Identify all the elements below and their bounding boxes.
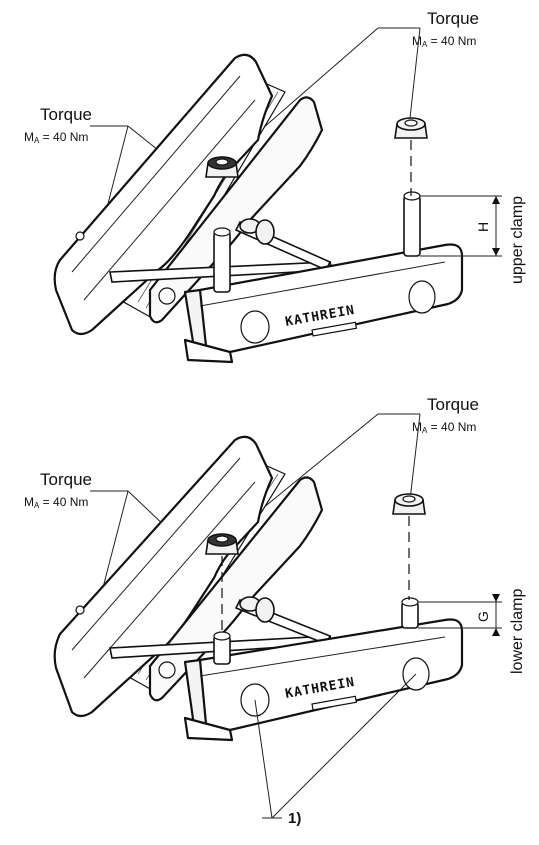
lower-torque-right-title: Torque <box>427 395 479 414</box>
lower-rod-nut <box>239 596 275 623</box>
upper-torque-left-label: Torque MA = 40 Nm <box>24 105 249 259</box>
upper-bracket-hole-right <box>408 280 436 314</box>
lower-dimension-g: G <box>418 594 502 636</box>
upper-torque-right-value: MA = 40 Nm <box>412 34 476 49</box>
lower-torque-left-value: MA = 40 Nm <box>24 495 88 510</box>
upper-torque-right-leader-2 <box>409 27 421 119</box>
upper-v-bracket <box>53 53 324 336</box>
upper-clamp-side-label: upper clamp <box>509 196 526 284</box>
lower-stud-nuts <box>205 493 426 636</box>
lower-studs <box>213 597 419 665</box>
lower-clamp-side-label: lower clamp <box>509 589 526 674</box>
footnote-callout: 1) <box>254 673 417 827</box>
upper-torque-left-title: Torque <box>40 105 92 124</box>
lower-torque-left-title: Torque <box>40 470 92 489</box>
upper-dimension-label: H <box>475 222 491 232</box>
upper-rod-nut <box>239 218 275 245</box>
lower-torque-right-label: Torque MA = 40 Nm <box>223 395 479 541</box>
lower-clamp-assembly: Torque MA = 40 Nm Torque MA = 40 Nm <box>24 395 526 827</box>
upper-bracket-hole-left <box>240 310 270 344</box>
lower-torque-right-value: MA = 40 Nm <box>412 420 476 435</box>
upper-studs <box>213 191 421 293</box>
upper-torque-left-value: MA = 40 Nm <box>24 130 88 145</box>
footnote-marker: 1) <box>288 810 301 827</box>
upper-clamp-assembly: Torque MA = 40 Nm Torque MA = 40 Nm <box>24 9 526 364</box>
upper-dimension-h: H <box>420 195 502 257</box>
lower-dimension-label: G <box>475 611 491 622</box>
upper-stud-nuts <box>205 117 428 196</box>
upper-torque-right-title: Torque <box>427 9 479 28</box>
lower-torque-right-leader-2 <box>409 413 421 501</box>
upper-clamp-bracket: KATHREIN <box>183 243 464 364</box>
